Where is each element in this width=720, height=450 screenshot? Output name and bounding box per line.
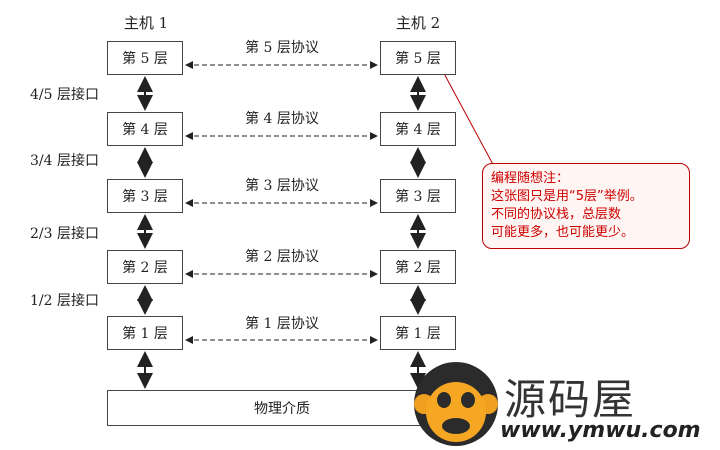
callout-line-1: 编程随想注： (491, 171, 570, 186)
protocol-label-2: 第 2 层协议 (190, 246, 374, 266)
interface-label-4-5: 4/5 层接口 (30, 87, 99, 103)
watermark-url: www.ymwu.com (500, 418, 701, 443)
protocol-label-5: 第 5 层协议 (190, 37, 374, 57)
callout-line-2: 这张图只是用“5层”举例。 (491, 189, 643, 204)
host-1-layer-4: 第 4 层 (107, 112, 183, 146)
protocol-label-3: 第 3 层协议 (190, 175, 374, 195)
monkey-icon (414, 362, 498, 446)
protocol-label-1: 第 1 层协议 (190, 313, 374, 333)
host-1-layer-2: 第 2 层 (107, 250, 183, 284)
host-2-title: 主机 2 (395, 14, 441, 32)
host-1-layer-1: 第 1 层 (107, 316, 183, 350)
host-1-layer-3: 第 3 层 (107, 179, 183, 213)
callout-note: 编程随想注： 这张图只是用“5层”举例。 不同的协议栈，总层数 可能更多，也可能… (482, 163, 690, 249)
host-2-layer-3: 第 3 层 (380, 179, 456, 213)
host-1-layer-5: 第 5 层 (107, 41, 183, 75)
interface-label-1-2: 1/2 层接口 (30, 293, 99, 309)
callout-line-3: 不同的协议栈，总层数 (491, 207, 622, 222)
callout-line-4: 可能更多，也可能更少。 (491, 225, 635, 240)
protocol-label-4: 第 4 层协议 (190, 108, 374, 128)
host-2-layer-2: 第 2 层 (380, 250, 456, 284)
callout-pointer (439, 65, 497, 171)
interface-label-2-3: 2/3 层接口 (30, 226, 99, 242)
host-2-layer-1: 第 1 层 (380, 316, 456, 350)
host-1-title: 主机 1 (123, 14, 169, 32)
host-2-layer-4: 第 4 层 (380, 112, 456, 146)
interface-label-3-4: 3/4 层接口 (30, 153, 99, 169)
physical-medium: 物理介质 (107, 390, 457, 426)
watermark-name: 源码屋 (504, 375, 637, 424)
host-2-layer-5: 第 5 层 (380, 41, 456, 75)
